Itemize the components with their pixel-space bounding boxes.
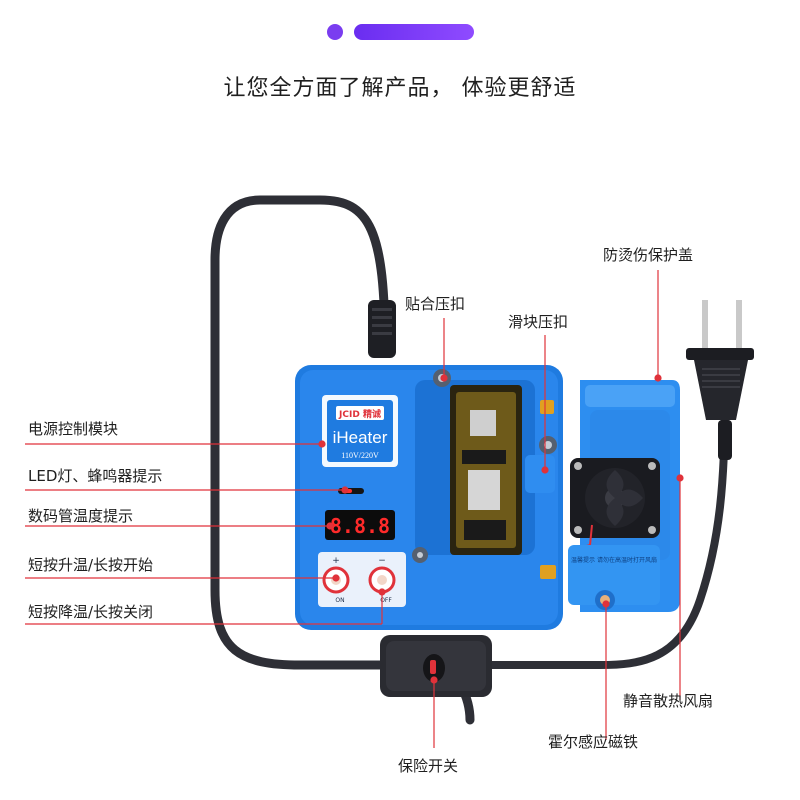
digital-display [325,510,395,540]
callout-slider-clamp: 滑块压扣 [508,313,569,331]
callout-short-up: 短按升温/长按开始 [28,556,154,574]
decor-bar [354,24,474,40]
power-plug [686,300,754,460]
svg-text:−: − [378,556,386,566]
voltage-label: 110V/220V [341,451,379,460]
pcb-fixture [412,369,557,579]
callout-lines [25,270,684,748]
plug-cable [466,391,729,669]
on-label: ON [335,597,344,604]
callout-power-module: 电源控制模块 [28,420,119,438]
callout-digital-tube: 数码管温度提示 [28,507,134,525]
callout-led-buzzer: LED灯、蜂鸣器提示 [28,467,163,485]
callout-short-down: 短按降温/长按关闭 [28,603,154,621]
callout-safety-switch: 保险开关 [398,757,459,775]
svg-text:+: + [332,556,340,566]
callout-cover: 防烫伤保护盖 [603,246,694,264]
safety-switch[interactable] [380,635,492,697]
callout-fan: 静音散热风扇 [623,692,714,710]
brand-logo: JCID 精诚 [338,408,381,420]
product-name: iHeater [333,428,388,447]
cover-note-text: 温馨提示 请勿在高温时打开风扇 [571,556,657,564]
cooling-fan [570,458,660,549]
cable-strain-relief [368,300,396,358]
page-title: 让您全方面了解产品， 体验更舒适 [223,76,577,101]
decor-dot [327,24,343,40]
display-value: 8.8.8 [330,514,390,538]
callout-clamp: 贴合压扣 [405,295,466,313]
off-label: OFF [380,597,392,604]
callout-hall-magnet: 霍尔感应磁铁 [548,733,639,751]
